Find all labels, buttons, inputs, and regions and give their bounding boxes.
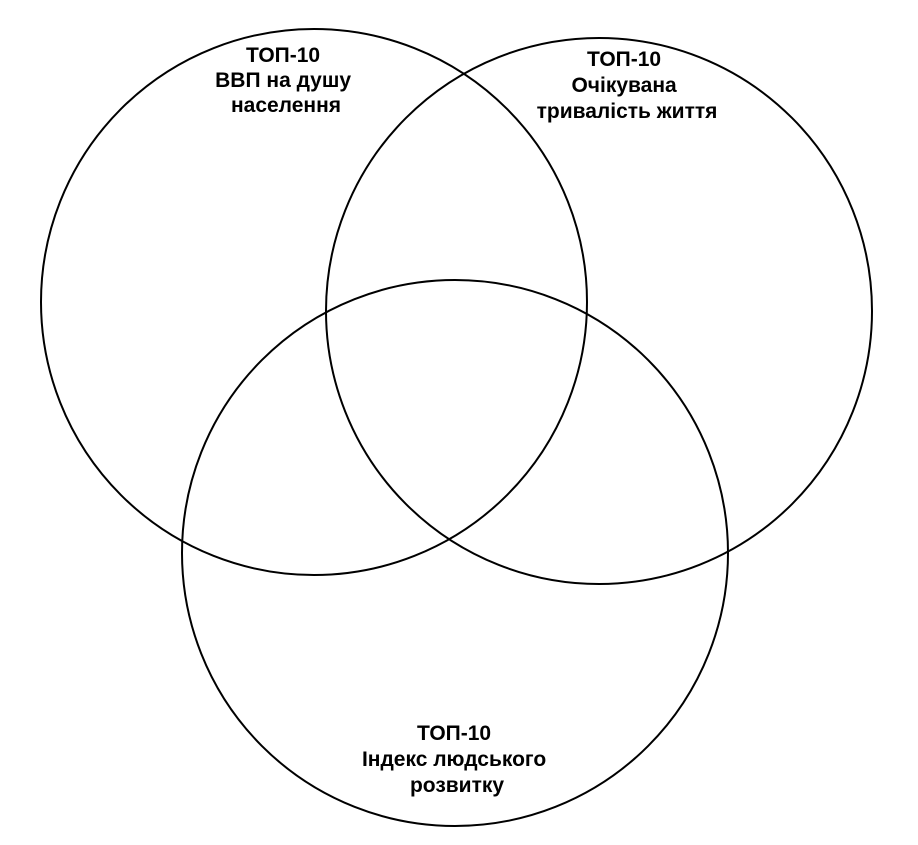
label-gdp-line-1: ТОП-10 <box>246 44 320 67</box>
label-life-line-1: ТОП-10 <box>587 48 661 71</box>
label-gdp-line-2: ВВП на душу <box>215 69 351 92</box>
label-hdi-line-3: розвитку <box>410 774 504 797</box>
label-gdp: ТОП-10 ВВП на душу населення <box>215 44 357 117</box>
label-life-line-3: тривалість життя <box>537 100 718 123</box>
circle-life-expectancy <box>325 37 873 585</box>
circle-hdi <box>181 279 729 827</box>
circle-gdp <box>40 28 588 576</box>
label-hdi-line-2: Індекс людського <box>362 748 546 771</box>
label-hdi-line-1: ТОП-10 <box>417 722 491 745</box>
label-gdp-line-3: населення <box>231 94 341 117</box>
label-life-expectancy: ТОП-10 Очікувана тривалість життя <box>537 48 718 123</box>
label-hdi: ТОП-10 Індекс людського розвитку <box>362 722 552 797</box>
label-life-line-2: Очікувана <box>571 74 677 97</box>
